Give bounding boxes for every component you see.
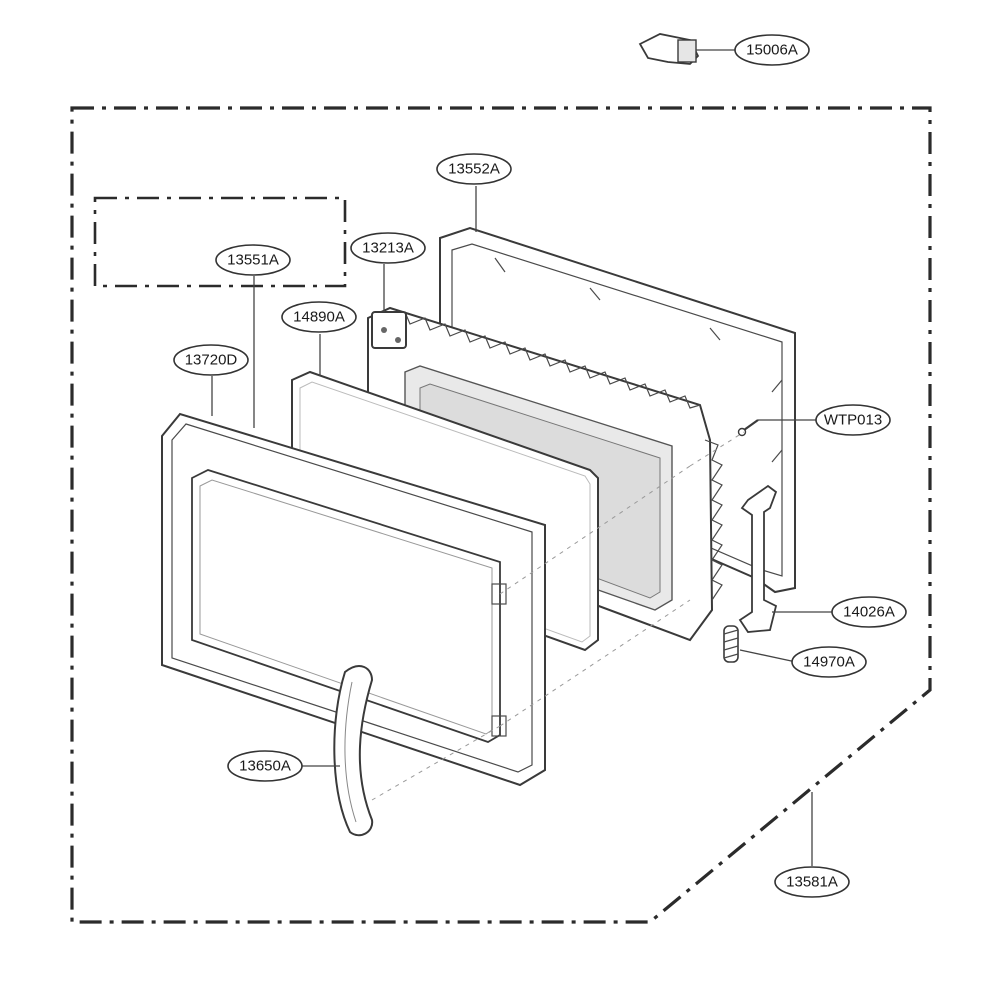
alignment-line	[689, 431, 745, 467]
sub-assembly-box	[93, 196, 347, 288]
callout-text: 13551A	[227, 252, 279, 269]
callout-text: 13552A	[448, 161, 500, 178]
callout-13552A: 13552A	[436, 153, 512, 185]
latch-part	[638, 33, 700, 65]
door-handle-part	[333, 665, 374, 837]
door-front-part	[161, 412, 546, 787]
hinge-part	[738, 484, 778, 633]
callout-text: 13581A	[786, 874, 838, 891]
assembly-boundary	[70, 106, 932, 924]
callout-14026A: 14026A	[831, 596, 907, 628]
callout-text: 13650A	[239, 758, 291, 775]
callout-text: WTP013	[824, 412, 882, 429]
callout-13650A: 13650A	[227, 750, 303, 782]
callout-text: 14890A	[293, 309, 345, 326]
callout-text: 14026A	[843, 604, 895, 621]
screw-part	[737, 419, 759, 437]
alignment-line	[499, 599, 691, 727]
callout-13551A: 13551A	[215, 244, 291, 276]
callout-WTP013: WTP013	[815, 404, 891, 436]
alignment-line	[499, 465, 691, 595]
callout-13213A: 13213A	[350, 232, 426, 264]
callout-13720D: 13720D	[173, 344, 249, 376]
alignment-line	[371, 725, 501, 801]
leader-lines	[211, 49, 832, 866]
callout-text: 13720D	[185, 352, 238, 369]
callout-14970A: 14970A	[791, 646, 867, 678]
callout-text: 13213A	[362, 240, 414, 257]
callout-text: 14970A	[803, 654, 855, 671]
callout-text: 15006A	[746, 42, 798, 59]
spring-part	[723, 625, 739, 663]
callout-13581A: 13581A	[774, 866, 850, 898]
callout-14890A: 14890A	[281, 301, 357, 333]
callout-15006A: 15006A	[734, 34, 810, 66]
